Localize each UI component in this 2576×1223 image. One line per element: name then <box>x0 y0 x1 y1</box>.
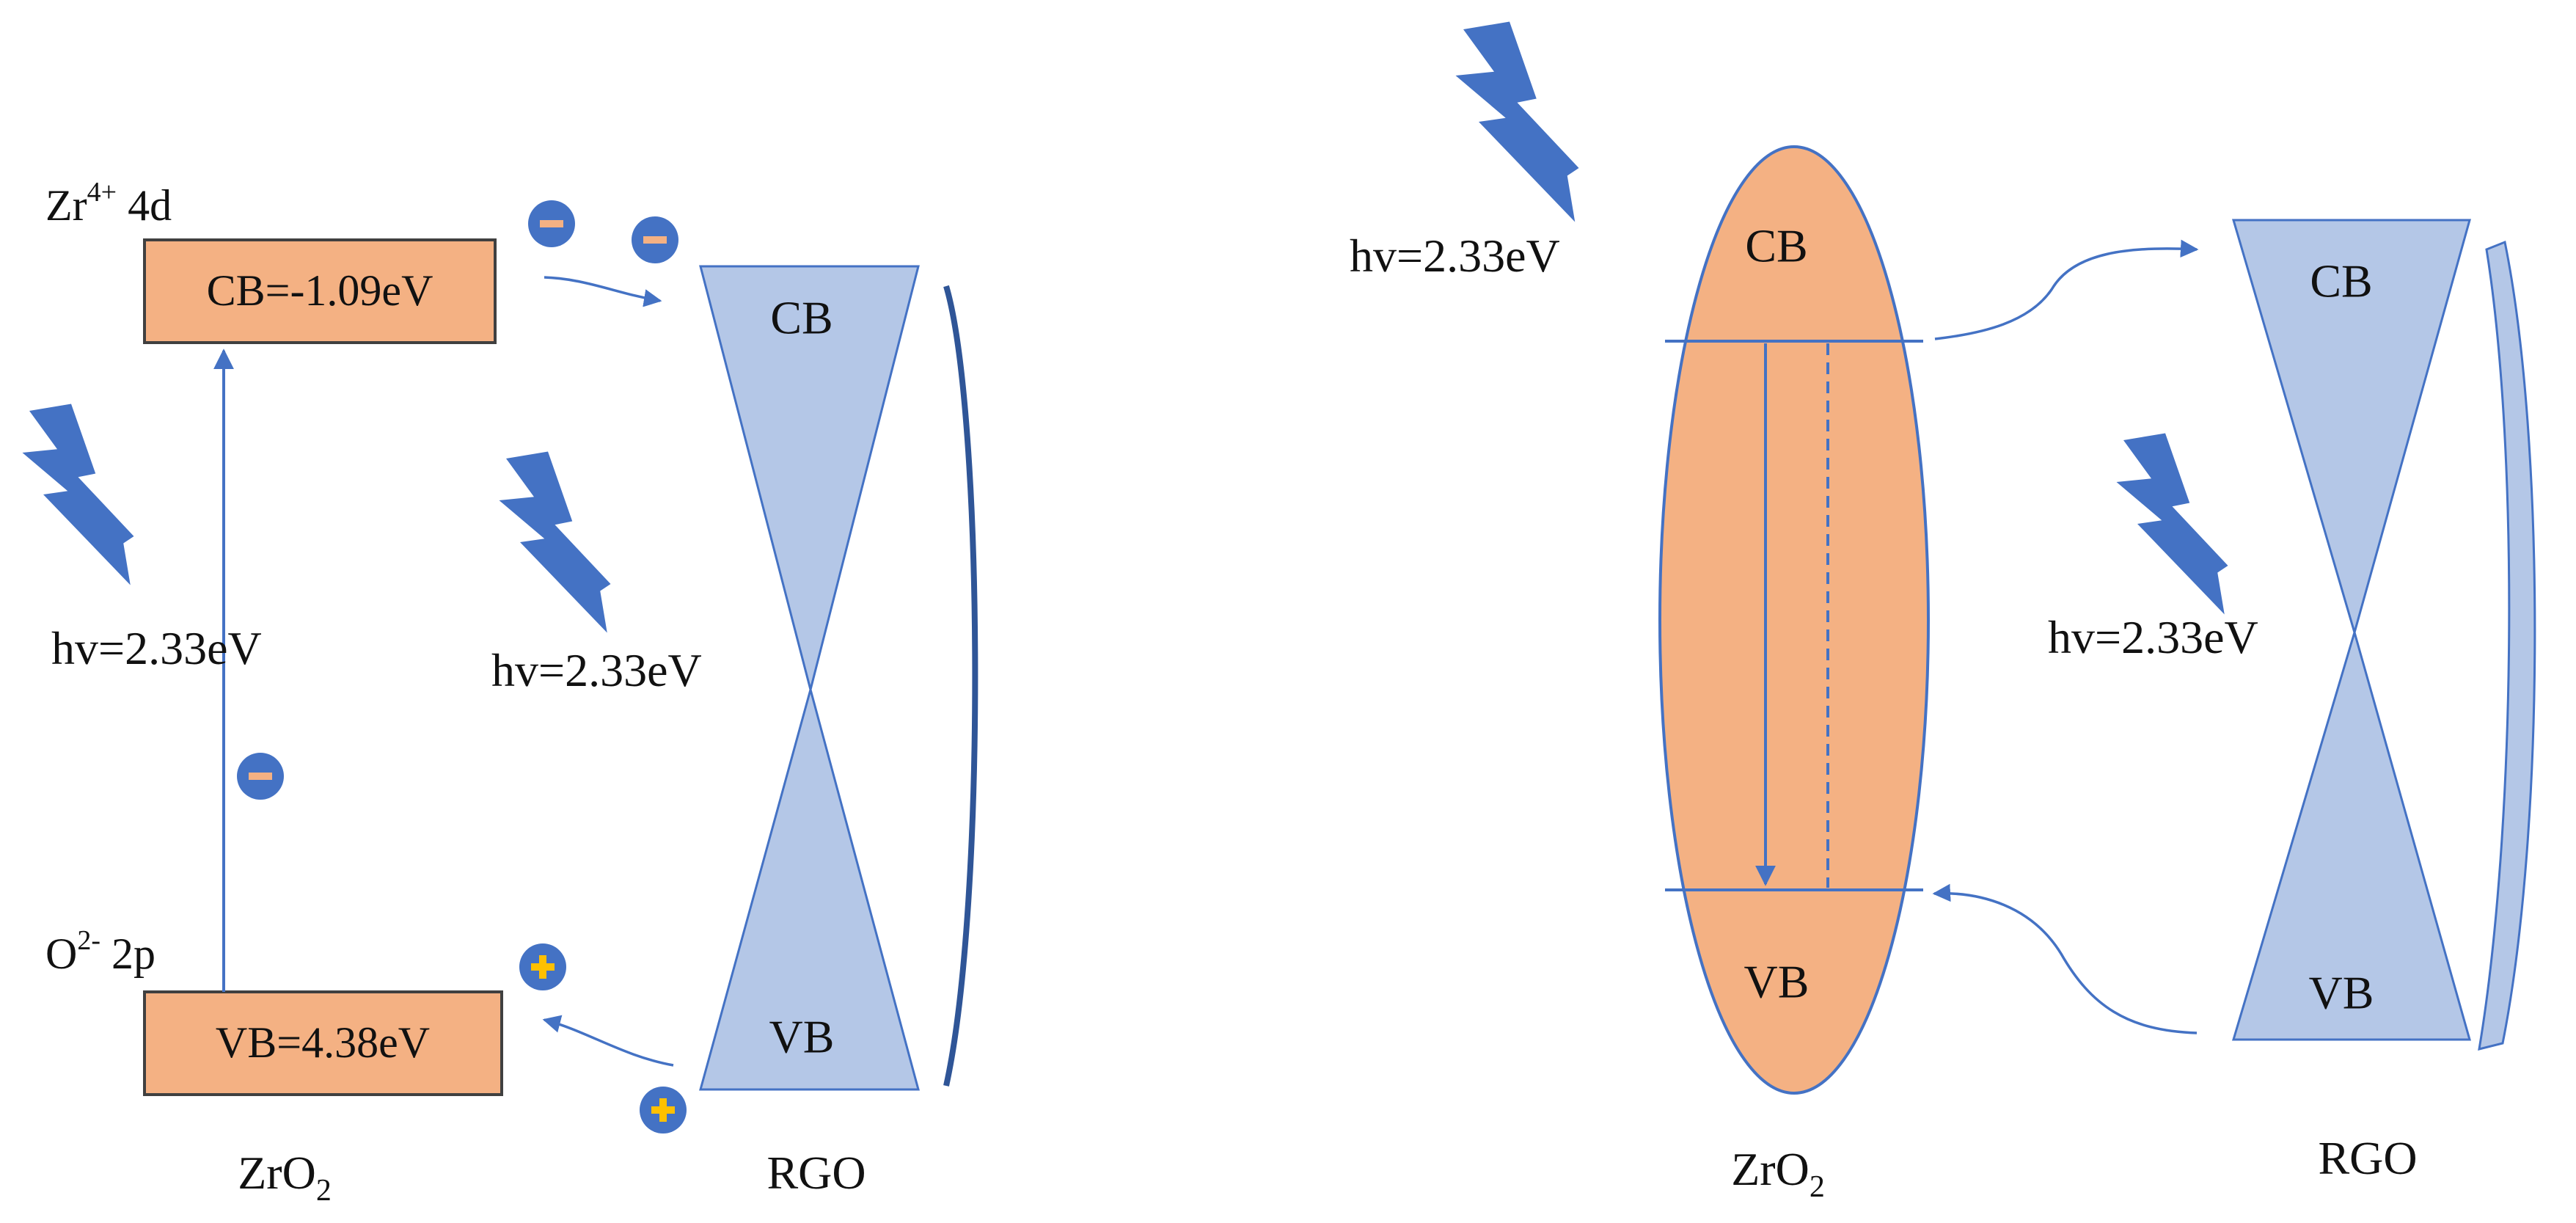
zro2-photon-energy-label: hv=2.33eV <box>1350 230 1560 282</box>
zro2-band-ellipse <box>1658 145 1930 1095</box>
zro2-cb-label: CB <box>1745 220 1807 272</box>
rgo-conduction-band <box>2231 219 2471 637</box>
recombination-arc <box>2478 240 2536 1051</box>
lightning-bolt-icon <box>22 404 134 585</box>
lightning-bolt-icon <box>2116 433 2228 615</box>
rgo-vb-label: VB <box>769 1011 835 1063</box>
electron-transfer-arrow <box>1934 239 2199 340</box>
o-2p-level-label: O2- 2p <box>45 925 155 978</box>
rgo-vb-label: VB <box>2309 967 2374 1019</box>
hole-transfer-arrow <box>542 1015 674 1067</box>
rgo-photon-energy-label: hv=2.33eV <box>2048 611 2258 663</box>
recombination-arc <box>943 285 978 1087</box>
electron-icon <box>237 753 284 800</box>
rgo-caption: RGO <box>766 1147 866 1199</box>
electron-transfer-arrow <box>544 276 662 307</box>
electron-icon <box>632 216 678 263</box>
right-panel: hv=2.33eV CB VB CB VB hv=2.33eV ZrO2 RGO <box>1350 21 2536 1204</box>
rgo-valence-band <box>699 685 920 1091</box>
rgo-photon-energy-label: hv=2.33eV <box>491 644 702 696</box>
hole-icon <box>640 1087 687 1133</box>
zro2-cb-box-label: CB=-1.09eV <box>207 266 433 315</box>
hole-icon <box>519 943 566 990</box>
zro2-vb-box <box>143 990 503 1096</box>
rgo-valence-band <box>2231 628 2471 1041</box>
zro2-vb-label: VB <box>1744 956 1810 1008</box>
rgo-conduction-band <box>699 265 920 690</box>
rgo-caption: RGO <box>2318 1132 2417 1184</box>
lightning-bolt-icon <box>499 451 611 633</box>
lightning-bolt-icon <box>1455 21 1579 222</box>
zro2-caption: ZrO2 <box>238 1147 332 1208</box>
zro2-caption: ZrO2 <box>1731 1143 1825 1204</box>
electron-icon <box>528 200 575 247</box>
zro2-cb-box <box>143 238 497 344</box>
zro2-photon-energy-label: hv=2.33eV <box>51 622 262 674</box>
zro2-vb-box-label: VB=4.38eV <box>216 1018 430 1067</box>
hole-transfer-arrow <box>1932 883 2198 1034</box>
zr-4d-level-label: Zr4+ 4d <box>45 177 172 230</box>
rgo-cb-label: CB <box>770 292 833 344</box>
rgo-cb-label: CB <box>2310 255 2372 307</box>
left-panel: Zr4+ 4d CB=-1.09eV O2- 2p VB=4.38eV hv=2… <box>22 177 978 1208</box>
